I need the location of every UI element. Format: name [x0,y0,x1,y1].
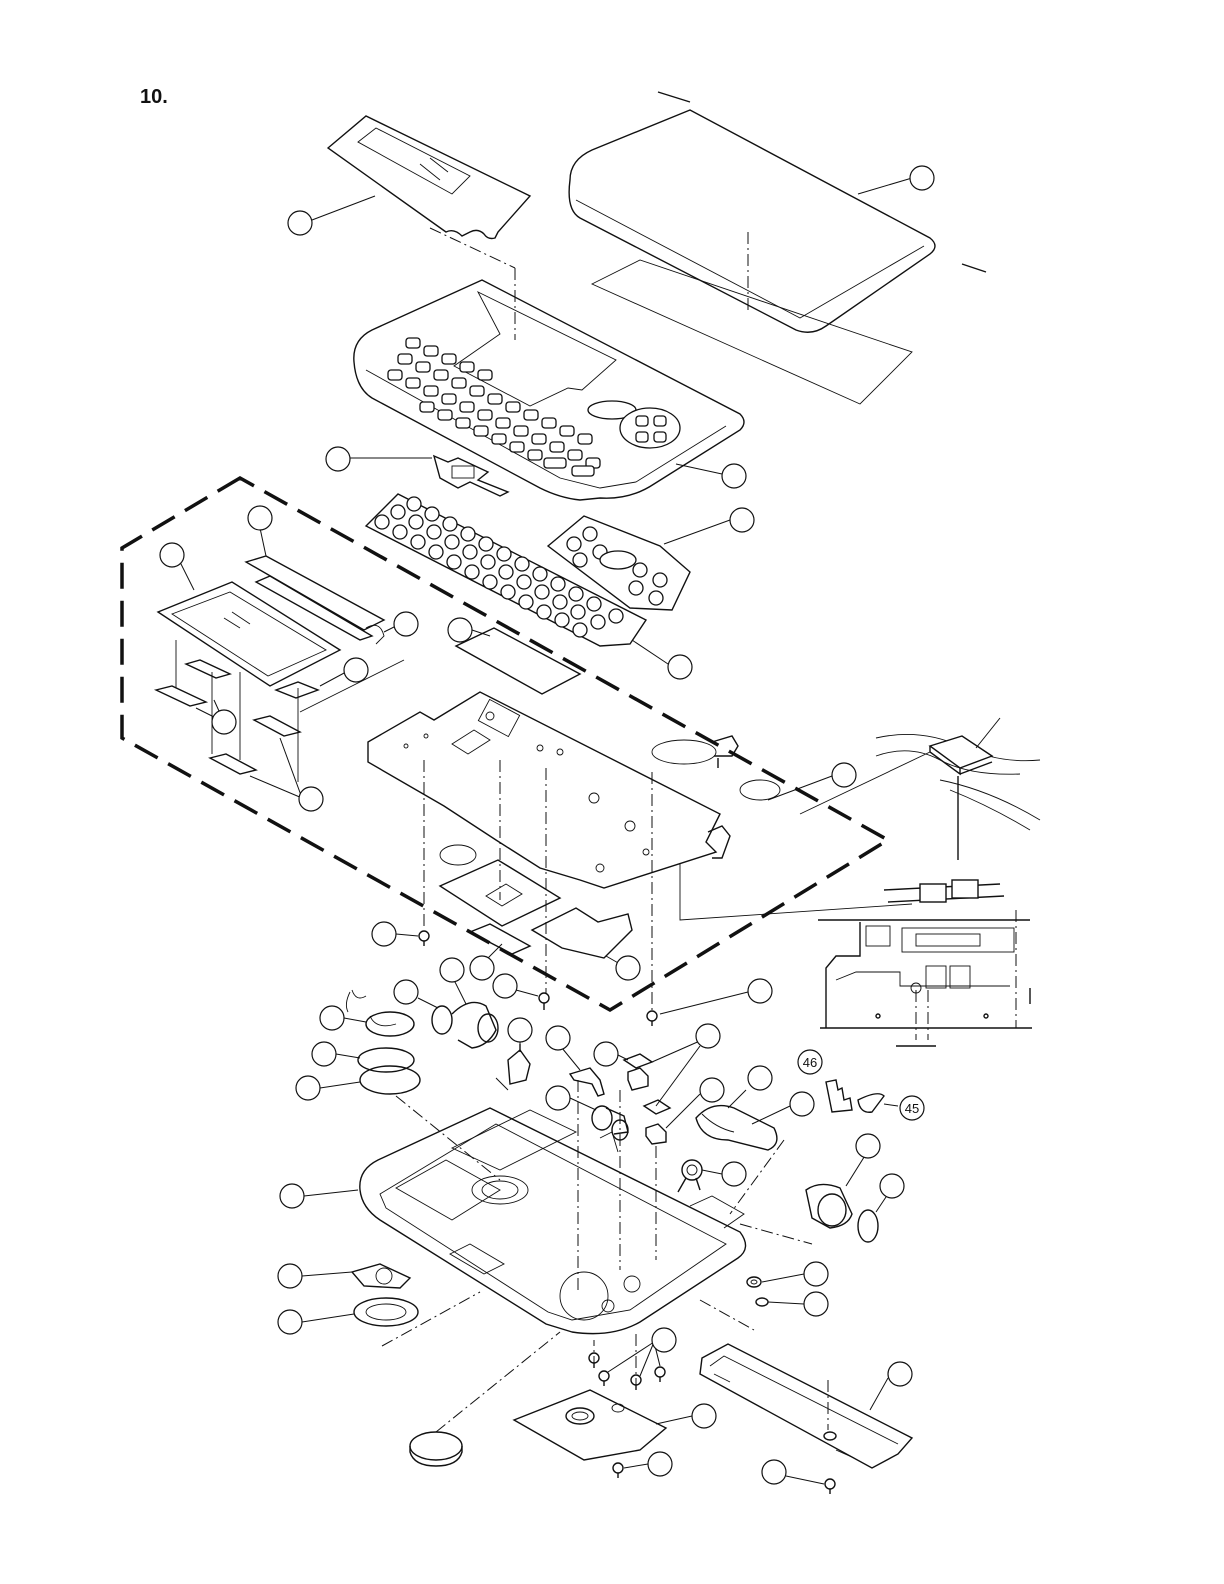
callout-balloon [910,166,934,190]
callout-balloon [804,1262,828,1286]
callout-balloon [288,211,312,235]
switch-knob [496,1044,530,1090]
resistor-detail [884,880,1004,902]
callout-balloon [616,956,640,980]
callout-balloon [326,447,350,471]
buzzer-ring [354,1298,418,1326]
callout-balloon [448,618,472,642]
button-cell-battery [410,1432,462,1466]
upper-case-keys [388,338,680,476]
callout-balloon [856,1134,880,1158]
callout-balloon [696,1024,720,1048]
callout-45: 45 [905,1101,919,1116]
cable-detail [876,718,1040,860]
callout-balloon [888,1362,912,1386]
callout-balloon [730,508,754,532]
callout-balloon [748,1066,772,1090]
side-knob [806,1184,878,1242]
lower-case [360,1108,746,1334]
callout-balloon [832,763,856,787]
callout-balloon [722,1162,746,1186]
callout-balloon [700,1078,724,1102]
callout-balloon [278,1310,302,1334]
battery-cover [514,1390,666,1460]
callout-balloon [594,1042,618,1066]
callout-balloon [394,980,418,1004]
lcd-frame [158,582,340,686]
callout-balloon [372,922,396,946]
spring-contact [570,1068,604,1096]
callout-balloon [248,506,272,530]
callout-balloon [804,1292,828,1316]
callout-balloon [280,1184,304,1208]
cross-section-detail [818,910,1032,1046]
callout-balloon [790,1092,814,1116]
lamp-bulb [678,1160,702,1192]
callout-balloon [546,1086,570,1110]
callout-balloon [668,655,692,679]
rubber-feet [624,1040,702,1144]
callout-balloon [546,1026,570,1050]
lcd-backlight-strip [246,556,384,644]
slide-cover [700,1344,912,1468]
callout-balloon [440,958,464,982]
callout-balloon [652,1328,676,1352]
callout-balloon [762,1460,786,1484]
callout-balloon [648,1452,672,1476]
jack-connector [592,1106,628,1140]
callout-balloon [160,543,184,567]
callout-balloon [212,710,236,734]
callout-balloon [748,979,772,1003]
callout-labels-46-45: 46 45 [798,1050,924,1120]
callout-balloon [320,1006,344,1030]
display-window-cover [328,116,530,239]
callout-balloon [299,787,323,811]
callout-balloon [470,956,494,980]
callout-balloon [508,1018,532,1042]
speaker-assembly [346,990,420,1094]
sensor-module [652,736,780,858]
buzzer-terminal [352,1264,410,1288]
callout-balloon [278,1264,302,1288]
callout-balloon [692,1404,716,1428]
hinge-bracket [434,456,508,496]
battery-holder [696,1106,777,1150]
callout-balloon [394,612,418,636]
callout-balloon [312,1042,336,1066]
callout-balloon [344,658,368,682]
flexible-circuit [532,908,632,958]
insulation-sheet [456,628,580,694]
callout-46: 46 [803,1055,817,1070]
callout-balloon [493,974,517,998]
callout-balloon [722,464,746,488]
vibrator-motor [432,1002,498,1048]
callout-balloon [296,1076,320,1100]
callout-balloon [880,1174,904,1198]
main-pcb [368,692,720,888]
